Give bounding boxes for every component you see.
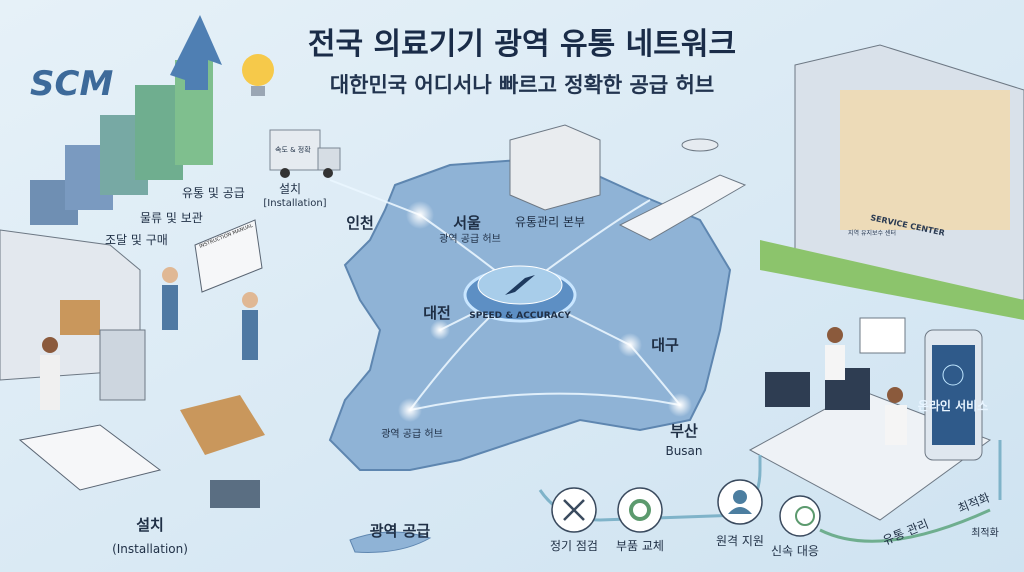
- open-manual: [18, 424, 162, 491]
- scm-step-distribution: 유통 및 공급: [182, 186, 245, 200]
- truck-label: 속도 & 정확: [275, 145, 311, 154]
- hq-label: 유통관리 본부: [515, 215, 585, 229]
- optimization-arrow: [819, 508, 991, 543]
- city-busan: 부산: [670, 422, 698, 440]
- city-daegu: 대구: [651, 336, 679, 354]
- scm-step-logistics: 물류 및 보관: [140, 211, 203, 225]
- service-regular-inspection: 정기 점검: [550, 539, 598, 553]
- service-quick-response: 신속 대응: [771, 544, 819, 558]
- installation-bottom-ko: 설치: [136, 516, 164, 534]
- delivery-truck: 속도 & 정확: [269, 129, 341, 178]
- online-service-label: 온라인 서비스: [918, 398, 988, 413]
- service-center-building: SERVICE CENTER 지역 유지보수 센터: [760, 44, 1024, 320]
- jeju-island: [349, 531, 432, 553]
- scm-bar-chart: SCM: [30, 15, 222, 225]
- installation-bottom-en: (Installation): [112, 542, 188, 556]
- service-remote-support: 원격 지원: [716, 534, 764, 548]
- growth-arrow-icon: [170, 15, 222, 90]
- compass-text: SPEED & ACCURACY: [469, 311, 571, 321]
- train: [618, 174, 747, 241]
- city-seoul: 서울: [453, 214, 481, 232]
- smartphone: 온라인 서비스: [918, 329, 988, 461]
- idea-bulb-icon: [242, 54, 274, 96]
- installation-label-ko: 설치: [279, 182, 301, 196]
- globe-icon: [942, 364, 964, 386]
- scm-step-procurement: 조달 및 구매: [105, 233, 168, 247]
- installation-label-en: [Installation]: [263, 198, 326, 209]
- clock-icon: [779, 495, 821, 537]
- service-parts-replacement: 부품 교체: [616, 539, 664, 553]
- seoul-hub-label: 광역 공급 허브: [439, 233, 501, 245]
- hub-nodes: [398, 201, 692, 422]
- compass-needle-icon: [505, 275, 535, 295]
- toolbox-icon: [210, 480, 260, 508]
- speed-accuracy-compass: SPEED & ACCURACY: [463, 265, 577, 323]
- page-subtitle: 대한민국 어디서나 빠르고 정확한 공급 허브: [330, 73, 714, 97]
- flow-optimize-label-2: 최적화: [971, 527, 999, 539]
- scm-logo: SCM: [30, 64, 113, 104]
- medical-equipment-and-workers: [18, 267, 265, 508]
- drone-icon: [681, 138, 719, 152]
- region-supply-label: 광역 공급: [370, 522, 431, 540]
- page-title: 전국 의료기기 광역 유통 네트워크: [308, 27, 736, 62]
- city-incheon: 인천: [346, 214, 374, 232]
- service-center-subsign: 지역 유지보수 센터: [848, 229, 896, 237]
- city-daejeon: 대전: [423, 304, 451, 322]
- sw-hub-label: 광역 공급 허브: [381, 428, 443, 440]
- gear-icon: [617, 487, 663, 533]
- distribution-hq-building: [509, 124, 601, 211]
- city-busan-en: Busan: [665, 444, 702, 458]
